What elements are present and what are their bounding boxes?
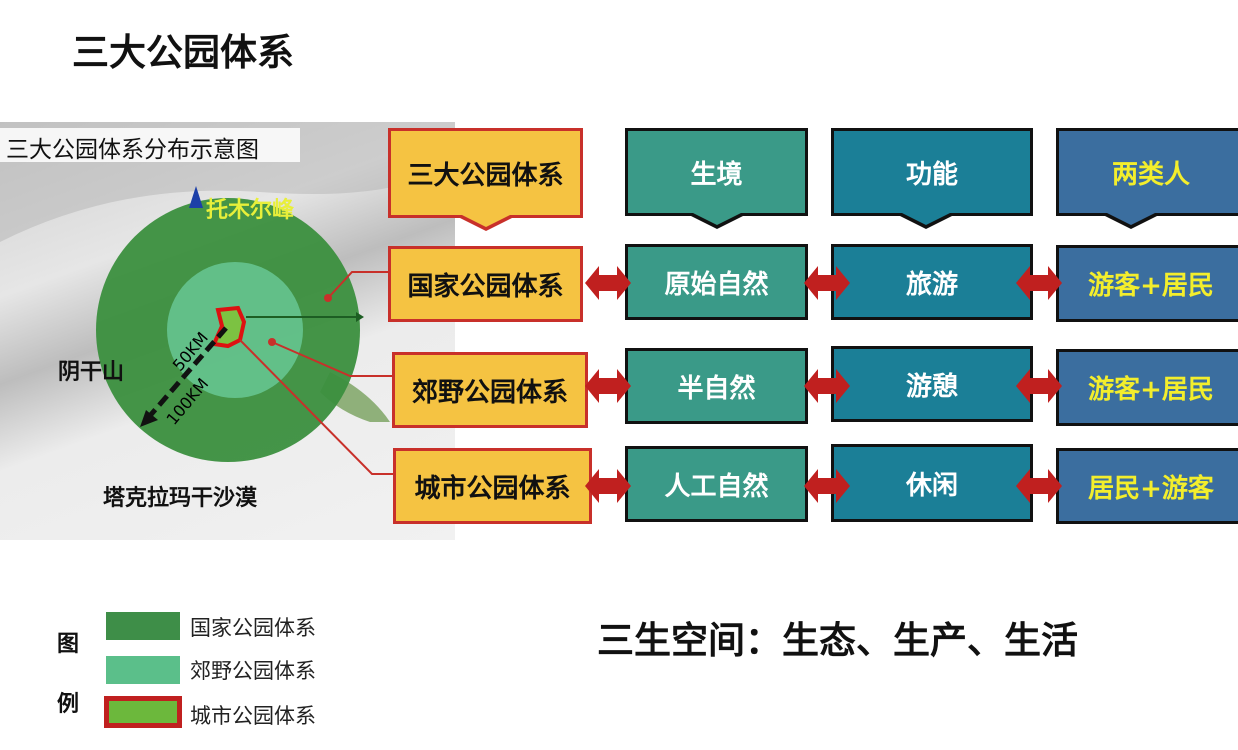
function-row: 旅游 [831, 244, 1033, 320]
peak-icon [189, 186, 203, 208]
legend-label: 国家公园体系 [190, 616, 316, 640]
distribution-map: 三大公园体系分布示意图 托木尔峰 阴干山 塔克拉玛干沙漠 50KM 100KM [0, 122, 455, 540]
people-row: 游客+居民 [1056, 245, 1238, 322]
people-row: 游客+居民 [1056, 349, 1238, 426]
map-title: 三大公园体系分布示意图 [0, 128, 300, 163]
people-header-label: 两类人 [1111, 159, 1190, 190]
double-arrow-icon [585, 469, 631, 503]
legend-swatch-national [106, 612, 180, 640]
legend-swatch-suburban [106, 656, 180, 684]
habitat-row: 半自然 [625, 348, 808, 424]
function-header: 功能 [831, 128, 1033, 229]
habitat-header-label: 生境 [690, 159, 743, 190]
people-header: 两类人 [1056, 128, 1238, 229]
function-row: 游憩 [831, 346, 1033, 422]
habitat-row: 人工自然 [625, 446, 808, 522]
system-suburban: 郊野公园体系 [392, 352, 588, 428]
legend-label: 城市公园体系 [190, 704, 316, 728]
peak-label: 托木尔峰 [206, 198, 295, 223]
function-header-label: 功能 [905, 159, 958, 190]
double-arrow-icon [804, 369, 850, 403]
habitat-header: 生境 [625, 128, 808, 229]
double-arrow-icon [1016, 469, 1062, 503]
legend-label: 郊野公园体系 [190, 659, 316, 683]
system-national: 国家公园体系 [388, 246, 583, 322]
slogan: 三生空间：生态、生产、生活 [597, 619, 1078, 662]
map-graphic [0, 122, 455, 475]
systems-header-label: 三大公园体系 [407, 160, 564, 191]
legend-title-1: 图 [57, 632, 80, 657]
double-arrow-icon [804, 266, 850, 300]
double-arrow-icon [585, 369, 631, 403]
double-arrow-icon [1016, 266, 1062, 300]
people-row: 居民+游客 [1056, 448, 1238, 524]
function-row: 休闲 [831, 444, 1033, 522]
systems-header: 三大公园体系 [388, 128, 583, 231]
double-arrow-icon [585, 266, 631, 300]
legend-title-2: 例 [57, 692, 80, 717]
page-title: 三大公园体系 [72, 31, 294, 74]
double-arrow-icon [804, 469, 850, 503]
double-arrow-icon [1016, 369, 1062, 403]
system-city: 城市公园体系 [393, 448, 592, 524]
habitat-row: 原始自然 [625, 244, 808, 320]
legend-swatch-city [104, 696, 182, 728]
mountain-label: 阴干山 [58, 360, 125, 385]
desert-label: 塔克拉玛干沙漠 [103, 486, 258, 511]
